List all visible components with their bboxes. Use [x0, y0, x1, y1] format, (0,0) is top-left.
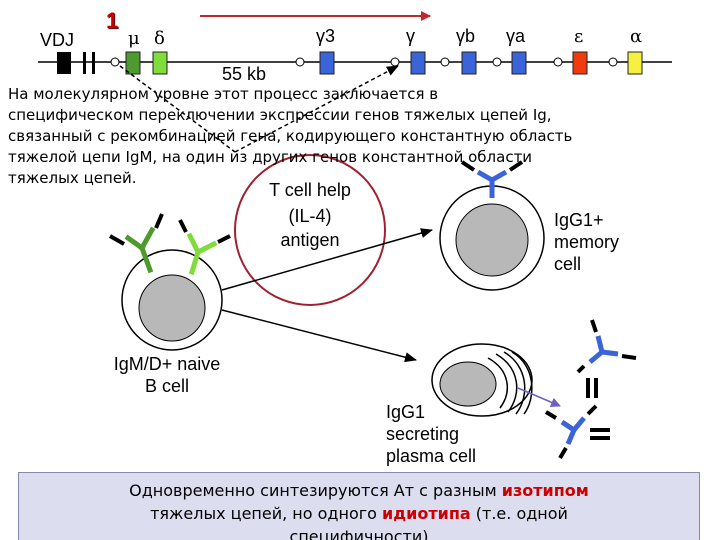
label-gamma1: γ: [406, 26, 415, 46]
distance-label: 55 kb: [222, 64, 267, 84]
secretion-arrow: [517, 387, 561, 408]
recombination-line: [234, 65, 399, 153]
gamma2b-segment: [461, 51, 477, 75]
memory-cell-label-1: IgG1+: [554, 210, 604, 230]
naive-cell-label-2: B cell: [144, 376, 189, 396]
mu-segment: [125, 51, 141, 75]
gamma2a-segment: [511, 51, 527, 75]
recombination-line: [119, 65, 236, 153]
help-line-1: T cell help: [269, 180, 351, 200]
note-idiotype: идиотипа: [382, 504, 471, 523]
plasma-cell-label-3: plasma cell: [386, 446, 477, 466]
label-gamma3: γ3: [316, 26, 336, 46]
note-part-1: Одновременно синтезируются Ат с разным: [129, 481, 502, 500]
intron-bar: [83, 52, 86, 74]
plasma-cell-nucleus: [439, 361, 497, 407]
label-gamma2b: γb: [456, 26, 476, 46]
note-part-2: тяжелых цепей, но одного: [150, 504, 383, 523]
plasma-cell-label-2: secreting: [386, 424, 460, 444]
label-alpha: α: [630, 26, 643, 47]
gamma3-segment: [319, 51, 335, 75]
switch-region: [390, 57, 400, 67]
description-text: На молекулярном уровне этот процесс закл…: [8, 85, 573, 187]
switch-region: [110, 57, 120, 67]
secreted-antibody-icon: [560, 416, 586, 445]
label-vdj: VDJ: [40, 30, 75, 50]
help-line-2: (IL-4): [288, 206, 332, 226]
vdj-segment: [57, 52, 71, 74]
label-epsilon: ε: [574, 26, 584, 47]
plasma-cell-label-1: IgG1: [386, 402, 426, 422]
t-cell-help-circle: [234, 154, 386, 306]
step-number: 1: [106, 8, 119, 33]
plasma-arrow: [221, 309, 417, 363]
memory-cell-label-3: cell: [554, 254, 582, 274]
note-part-4: специфичности): [289, 527, 429, 540]
igm-antibody-icon: [124, 226, 156, 274]
gamma1-segment: [410, 51, 426, 75]
switch-region: [492, 57, 502, 67]
help-line-3: antigen: [280, 230, 340, 250]
note-part-3: (т.е. одной: [470, 504, 568, 523]
switch-region: [553, 57, 563, 67]
label-mu: μ: [128, 28, 140, 49]
memory-cell-nucleus: [455, 203, 529, 277]
switch-region: [608, 57, 618, 67]
plasma-cell-er-lines: [487, 351, 533, 415]
memory-cell-label-2: memory: [554, 232, 620, 252]
switch-region: [295, 57, 305, 67]
bottom-note: Одновременно синтезируются Ат с разным и…: [18, 472, 700, 540]
delta-segment: [152, 51, 168, 75]
switch-region: [440, 57, 450, 67]
label-delta: δ: [154, 28, 165, 49]
igg1-antibody-icon: [476, 169, 508, 198]
alpha-segment: [627, 51, 643, 75]
igd-antibody-icon: [186, 232, 218, 276]
note-isotype: изотипом: [501, 481, 589, 500]
epsilon-segment: [572, 51, 588, 75]
secreted-antibody-icon: [588, 335, 619, 364]
naive-b-cell-nucleus: [138, 274, 206, 342]
memory-arrow: [221, 228, 433, 291]
intron-bar: [92, 52, 95, 74]
label-gamma2a: γa: [506, 26, 526, 46]
naive-cell-label-1: IgM/D+ naive: [113, 354, 221, 374]
